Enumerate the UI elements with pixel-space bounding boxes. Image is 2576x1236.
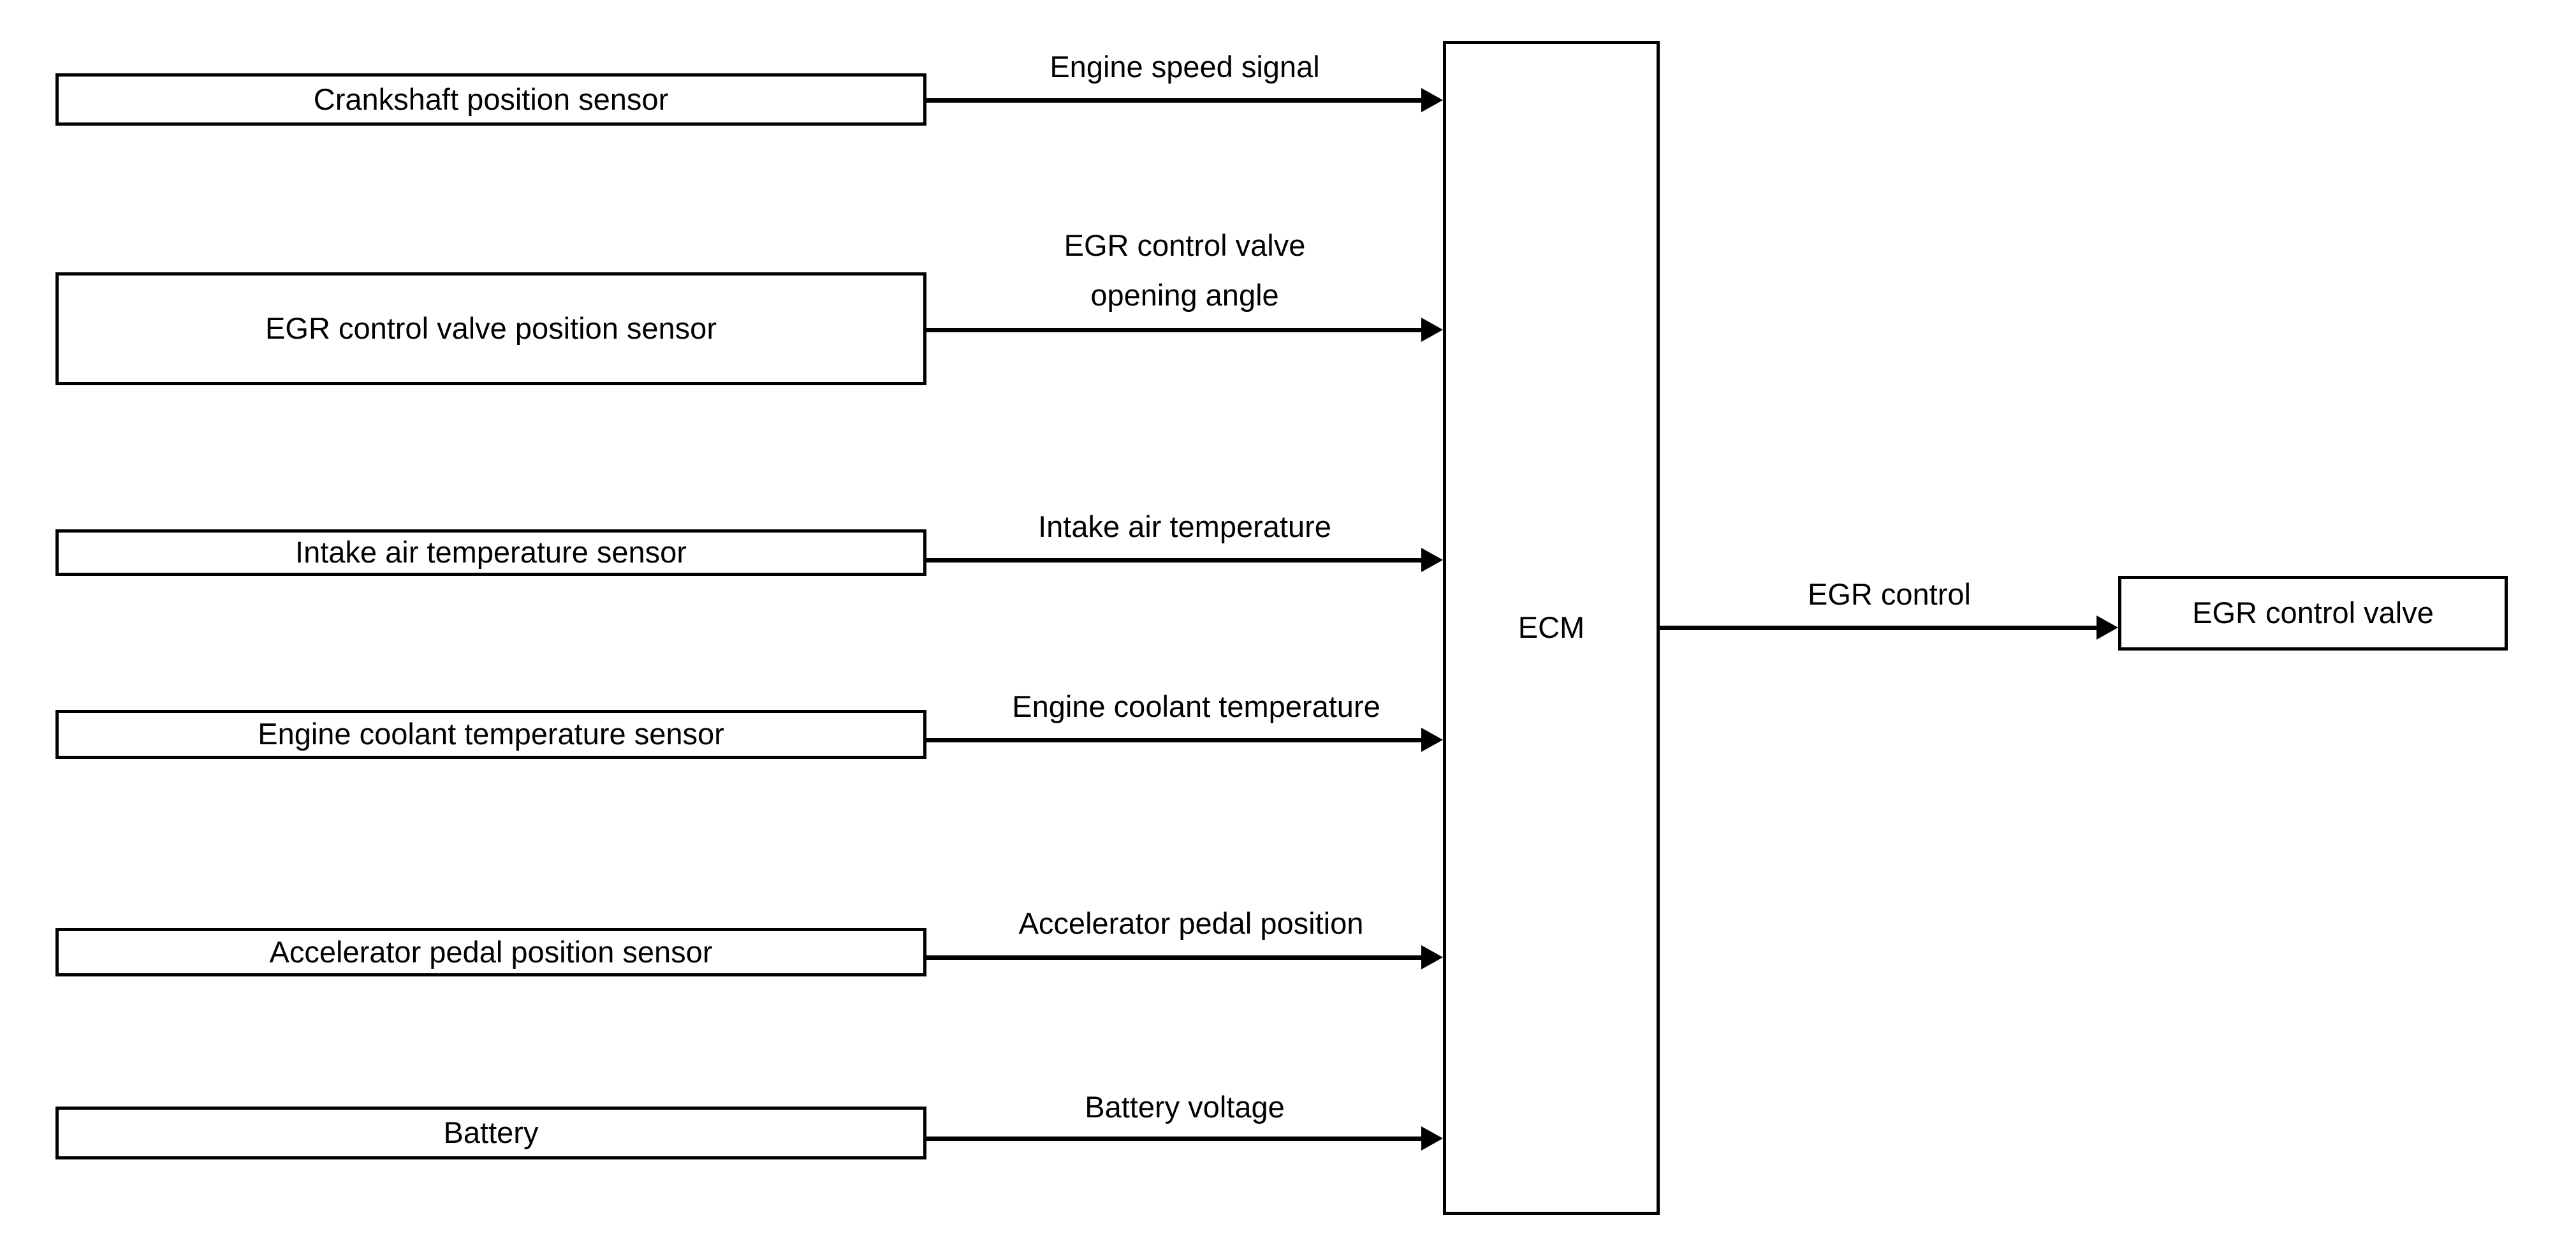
node-ecm[interactable]: ECM (1443, 41, 1660, 1215)
node-accelerator-pedal-position-sensor[interactable]: Accelerator pedal position sensor (55, 928, 926, 976)
connector-line (926, 328, 1421, 332)
edge-label-intake-air-temperature: Intake air temperature (1038, 510, 1331, 543)
node-label: ECM (1518, 610, 1585, 645)
edge-label-egr-valve-opening-angle-line2: opening angle (1090, 278, 1279, 312)
node-egr-control-valve[interactable]: EGR control valve (2118, 576, 2508, 651)
node-intake-air-temperature-sensor[interactable]: Intake air temperature sensor (55, 529, 926, 576)
node-label: EGR control valve (2192, 596, 2434, 630)
edge-label-egr-control: EGR control (1808, 577, 1971, 611)
connector-line (926, 955, 1421, 960)
node-egr-control-valve-position-sensor[interactable]: EGR control valve position sensor (55, 272, 926, 385)
connector-line (926, 98, 1421, 103)
connector-line (926, 558, 1421, 563)
arrowhead-icon (1421, 88, 1443, 112)
arrowhead-icon (2097, 615, 2118, 640)
edge-label-engine-speed-signal: Engine speed signal (1050, 50, 1320, 84)
node-battery[interactable]: Battery (55, 1107, 926, 1159)
node-label: Engine coolant temperature sensor (258, 717, 724, 751)
node-label: EGR control valve position sensor (265, 311, 717, 346)
node-engine-coolant-temperature-sensor[interactable]: Engine coolant temperature sensor (55, 710, 926, 759)
node-label: Intake air temperature sensor (295, 535, 687, 570)
arrowhead-icon (1421, 1126, 1443, 1151)
node-label: Battery (443, 1115, 539, 1150)
edge-label-engine-coolant-temperature: Engine coolant temperature (1012, 689, 1380, 723)
edge-label-egr-valve-opening-angle-line1: EGR control valve (1064, 228, 1306, 262)
arrowhead-icon (1421, 318, 1443, 342)
node-label: Crankshaft position sensor (313, 82, 669, 116)
connector-line (1660, 626, 2097, 630)
node-label: Accelerator pedal position sensor (269, 934, 713, 969)
edge-label-accelerator-pedal-position: Accelerator pedal position (1018, 906, 1364, 940)
arrowhead-icon (1421, 945, 1443, 969)
arrowhead-icon (1421, 548, 1443, 572)
connector-line (926, 738, 1421, 742)
node-crankshaft-position-sensor[interactable]: Crankshaft position sensor (55, 73, 926, 126)
connector-line (926, 1137, 1421, 1141)
edge-label-battery-voltage: Battery voltage (1085, 1090, 1285, 1124)
arrowhead-icon (1421, 728, 1443, 752)
